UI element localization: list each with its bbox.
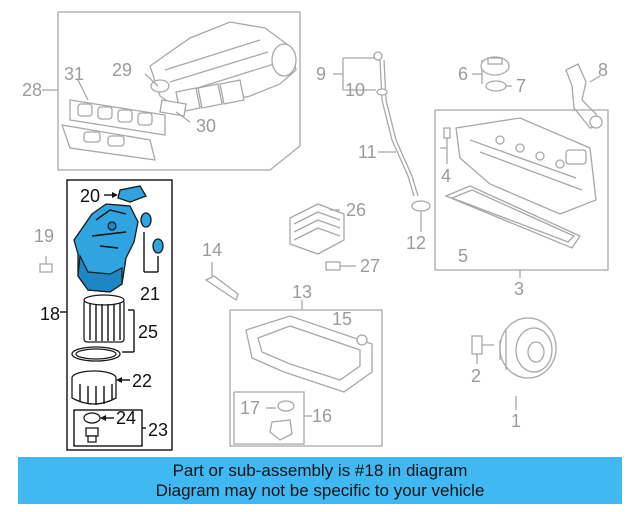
callout-11: 11	[358, 142, 377, 162]
callout-labels: 1 2 3 4 5 6 7 8 9 10 11 12 13 14 15 16 1…	[22, 60, 608, 440]
callout-9: 9	[316, 64, 326, 84]
callout-7: 7	[516, 76, 526, 96]
callout-17: 17	[240, 398, 260, 418]
callout-26: 26	[346, 200, 366, 220]
callout-6: 6	[458, 64, 468, 84]
crank-pulley-group	[471, 317, 557, 410]
callout-20: 20	[80, 186, 100, 206]
callout-21: 21	[140, 284, 160, 304]
breather-hose	[565, 63, 603, 129]
callout-12: 12	[406, 233, 426, 253]
callout-14: 14	[202, 240, 222, 260]
callout-24: 24	[116, 408, 136, 428]
info-banner: Part or sub-assembly is #18 in diagram D…	[18, 457, 622, 504]
callout-3: 3	[514, 279, 524, 299]
oil-cap-group	[472, 56, 512, 92]
callout-10: 10	[345, 80, 365, 100]
callout-28: 28	[22, 80, 42, 100]
oil-filter-group	[60, 179, 173, 451]
callout-31: 31	[64, 64, 84, 84]
callout-5: 5	[458, 246, 468, 266]
callout-29: 29	[112, 60, 132, 80]
banner-line-2: Diagram may not be specific to your vehi…	[155, 480, 485, 500]
dipstick-group	[333, 51, 431, 232]
callout-8: 8	[598, 60, 608, 80]
callout-16: 16	[312, 406, 332, 426]
callout-27: 27	[360, 256, 380, 276]
small-parts	[39, 256, 239, 302]
callout-15: 15	[332, 309, 352, 329]
callout-18: 18	[40, 304, 60, 324]
parts-diagram: 1 2 3 4 5 6 7 8 9 10 11 12 13 14 15 16 1…	[22, 11, 609, 451]
callout-13: 13	[292, 282, 312, 302]
callout-2: 2	[471, 366, 481, 386]
intake-manifold-group	[42, 11, 301, 171]
oil-pan-group	[229, 300, 383, 447]
valve-cover-group	[434, 109, 609, 278]
callout-4: 4	[441, 166, 451, 186]
callout-22: 22	[132, 371, 152, 391]
callout-19: 19	[34, 226, 54, 246]
banner-line-1: Part or sub-assembly is #18 in diagram	[172, 460, 468, 480]
callout-23: 23	[148, 420, 168, 440]
oil-cooler-group	[289, 203, 356, 271]
callout-30: 30	[196, 116, 216, 136]
callout-1: 1	[511, 411, 521, 431]
callout-25: 25	[138, 322, 158, 342]
